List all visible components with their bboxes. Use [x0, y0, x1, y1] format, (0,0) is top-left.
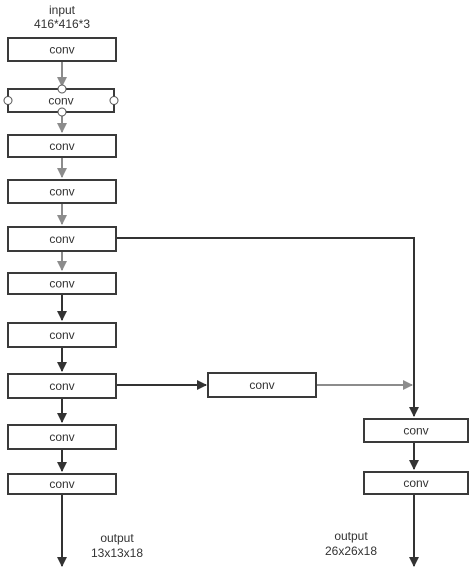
input-label: input — [49, 3, 76, 17]
arrow-skip-conv5-right — [116, 237, 419, 417]
conv-block-6: conv — [7, 272, 117, 295]
conv-block-10: conv — [7, 473, 117, 495]
conv-block-label: conv — [49, 328, 74, 342]
conv-block-label: conv — [49, 139, 74, 153]
selection-handle-bottom[interactable] — [57, 107, 67, 117]
output-right-label: output — [334, 529, 368, 543]
conv-block-4: conv — [7, 179, 117, 204]
conv-block-8: conv — [7, 373, 117, 399]
output-left-label: output — [100, 531, 134, 545]
selection-handle-top[interactable] — [57, 84, 67, 94]
conv-block-label: conv — [49, 232, 74, 246]
conv-block-label: conv — [249, 378, 274, 392]
output-left-size: 13x13x18 — [91, 546, 143, 560]
conv-block-5: conv — [7, 226, 117, 252]
conv-block-label: conv — [49, 185, 74, 199]
conv-block-right-2: conv — [363, 471, 469, 495]
selection-handle-right[interactable] — [109, 96, 119, 105]
conv-block-label: conv — [49, 379, 74, 393]
conv-block-label: conv — [403, 424, 428, 438]
conv-block-3: conv — [7, 134, 117, 158]
output-right-size: 26x26x18 — [325, 544, 377, 558]
conv-block-label: conv — [49, 277, 74, 291]
conv-block-label: conv — [49, 477, 74, 491]
conv-block-branch: conv — [207, 372, 317, 398]
input-size-label: 416*416*3 — [34, 17, 90, 31]
conv-block-label: conv — [49, 430, 74, 444]
conv-block-7: conv — [7, 322, 117, 348]
conv-block-label: conv — [49, 43, 74, 57]
conv-block-9: conv — [7, 424, 117, 450]
selection-handle-left[interactable] — [3, 96, 13, 105]
conv-block-1: conv — [7, 37, 117, 62]
conv-block-label: conv — [403, 476, 428, 490]
conv-block-label: conv — [48, 94, 73, 108]
conv-block-right-1: conv — [363, 418, 469, 443]
